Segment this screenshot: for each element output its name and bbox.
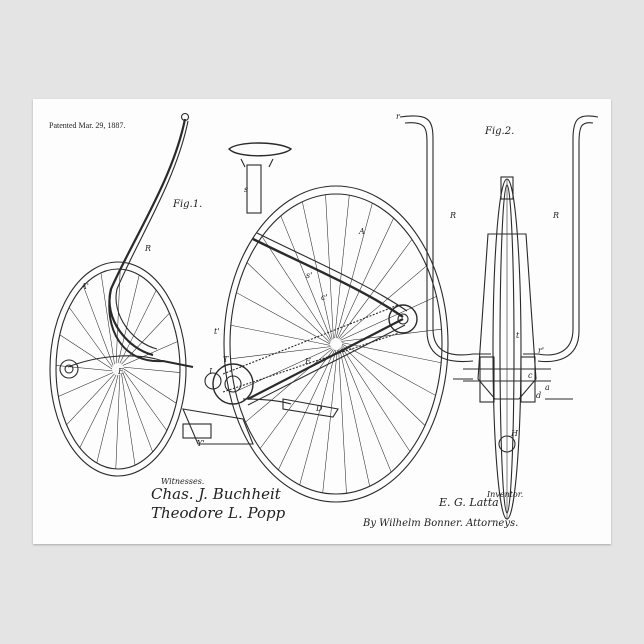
- witnesses-label: Witnesses.: [161, 477, 205, 486]
- patent-poster: Patented Mar. 29, 1887. Fig.1. Fig.2. A'…: [33, 99, 611, 544]
- part-label: d: [536, 391, 542, 400]
- part-label: a: [545, 383, 550, 392]
- part-label: Y': [197, 439, 205, 448]
- part-label: r': [538, 346, 545, 355]
- front-view-figure: [399, 115, 599, 520]
- part-label: c': [321, 293, 328, 302]
- patent-date: Patented Mar. 29, 1887.: [49, 121, 126, 130]
- front-wheel: [223, 185, 449, 503]
- part-label: D: [316, 404, 323, 413]
- part-label: I: [209, 367, 213, 376]
- part-label: T: [223, 355, 229, 364]
- bicycle-patent-drawing: [49, 112, 599, 520]
- figure-2-label: Fig.2.: [485, 126, 515, 137]
- part-label: H: [511, 429, 518, 438]
- part-label: t': [214, 327, 220, 336]
- witness-signature: Theodore L. Popp: [151, 504, 286, 522]
- part-label: A': [81, 282, 89, 291]
- part-label: r: [396, 112, 400, 121]
- witness-signature: Chas. J. Buchheit: [151, 485, 281, 503]
- part-label: R: [553, 211, 560, 220]
- inventor-label: Inventor.: [487, 490, 524, 499]
- part-label: A: [359, 227, 365, 236]
- part-label: s: [244, 185, 249, 194]
- part-label: s': [306, 271, 313, 280]
- part-label: R: [145, 244, 152, 253]
- part-label: E: [118, 367, 124, 376]
- figure-1-label: Fig.1.: [173, 199, 203, 210]
- part-label: c: [528, 371, 533, 380]
- part-label: R: [450, 211, 457, 220]
- inventor-signature: E. G. Latta: [439, 496, 499, 509]
- part-label: E: [305, 357, 311, 366]
- part-label: t: [516, 331, 520, 340]
- attorneys-signature: By Wilhelm Bonner. Attorneys.: [363, 518, 519, 529]
